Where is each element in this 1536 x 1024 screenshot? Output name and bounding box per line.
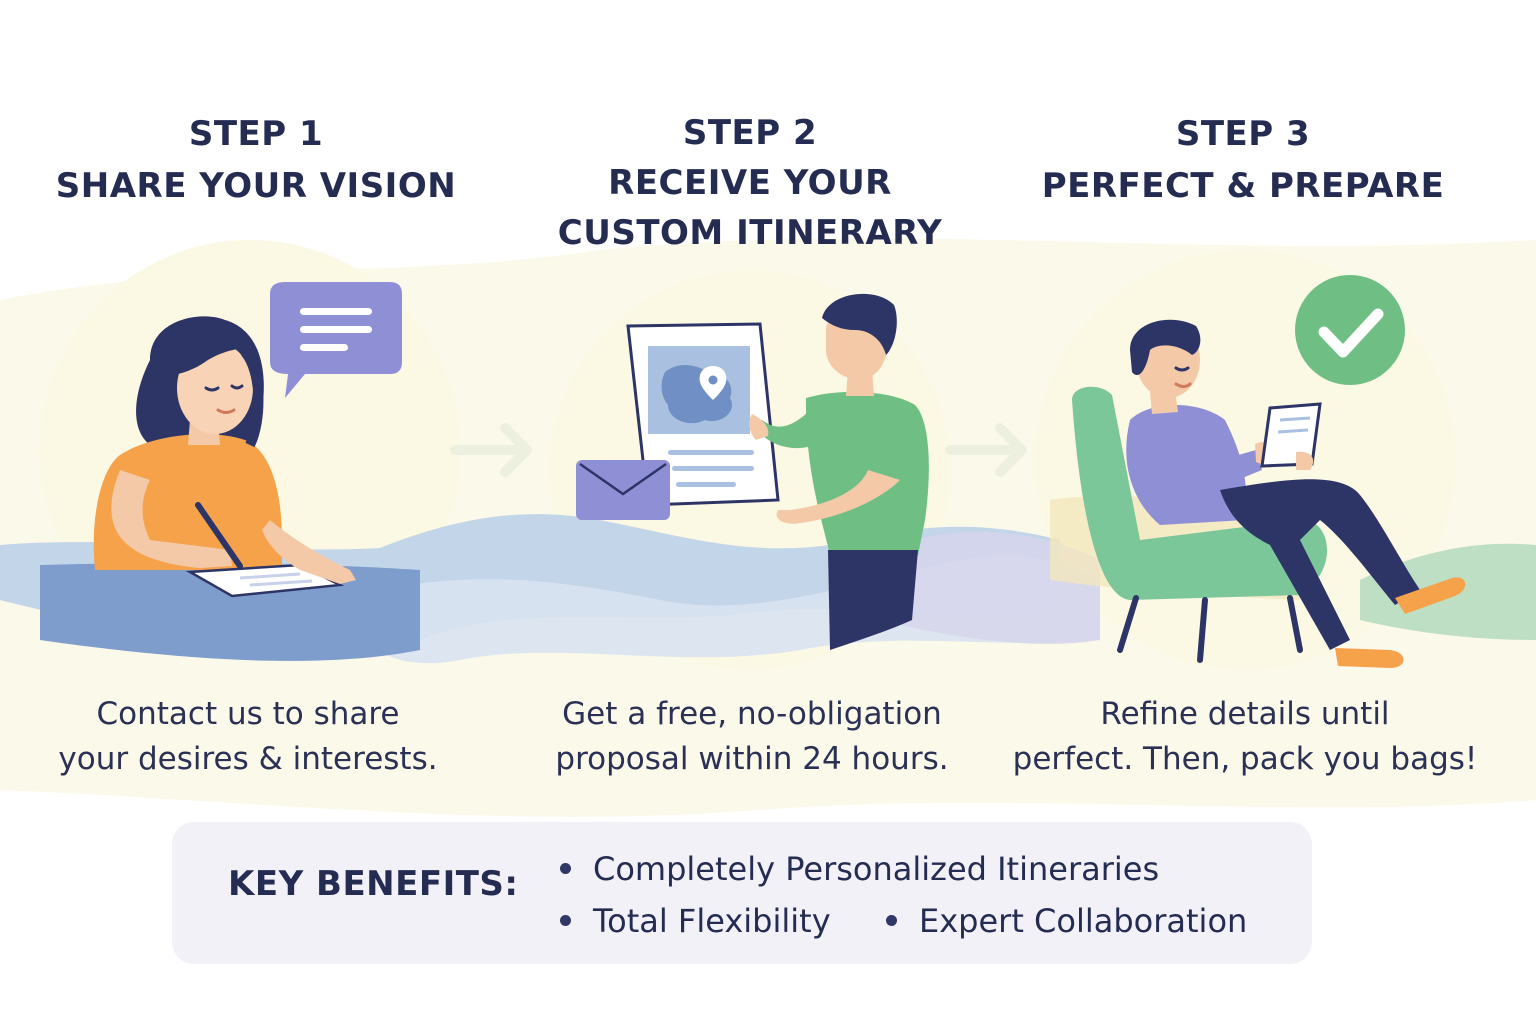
step3-number: STEP 3 xyxy=(1175,114,1311,154)
arrow-right-icon xyxy=(450,423,532,477)
checkmark-icon xyxy=(1295,275,1405,385)
step1-desc-line2: your desires & interests. xyxy=(58,741,438,777)
step3-desc-line2: perfect. Then, pack you bags! xyxy=(1012,741,1478,777)
step3-illustration xyxy=(1072,275,1466,668)
step2-heading: STEP 2 RECEIVE YOUR CUSTOM ITINERARY xyxy=(520,108,980,258)
step1-heading: STEP 1 SHARE YOUR VISION xyxy=(26,108,486,212)
itinerary-document xyxy=(626,322,780,507)
step2-desc-line2: proposal within 24 hours. xyxy=(555,741,949,777)
step1-description: Contact us to share your desires & inter… xyxy=(8,692,488,782)
key-benefits-title: KEY BENEFITS: xyxy=(228,864,519,904)
benefit-label: Expert Collaboration xyxy=(919,902,1248,940)
map-pin-icon xyxy=(699,366,727,400)
benefit-label: Completely Personalized Itineraries xyxy=(593,850,1160,888)
purple-wave xyxy=(880,531,1100,644)
bullet-icon xyxy=(560,914,571,926)
benefit-label: Total Flexibility xyxy=(593,902,831,940)
step3-description: Refine details until perfect. Then, pack… xyxy=(1005,692,1485,782)
step1-desc-line1: Contact us to share xyxy=(96,696,400,732)
arrow-right-icon xyxy=(945,423,1027,477)
step3-desc-line1: Refine details until xyxy=(1100,696,1390,732)
step2-description: Get a free, no-obligation proposal withi… xyxy=(512,692,992,782)
benefit-item: Completely Personalized Itineraries xyxy=(560,850,1159,888)
envelope-icon xyxy=(576,460,670,520)
benefit-item: Expert Collaboration xyxy=(886,902,1247,940)
bullet-icon xyxy=(886,914,897,926)
step2-title-line2: CUSTOM ITINERARY xyxy=(557,213,943,253)
bullet-icon xyxy=(560,862,571,874)
step2-illustration xyxy=(576,293,929,650)
benefit-item: Total Flexibility xyxy=(560,902,831,940)
step2-title-line1: RECEIVE YOUR xyxy=(608,163,892,203)
step3-title: PERFECT & PREPARE xyxy=(1041,166,1445,206)
step3-heading: STEP 3 PERFECT & PREPARE xyxy=(1013,108,1473,212)
step1-title: SHARE YOUR VISION xyxy=(55,166,457,206)
step2-number: STEP 2 xyxy=(682,113,818,153)
key-benefits-panel: KEY BENEFITS: Completely Personalized It… xyxy=(172,822,1312,964)
chat-bubble-icon xyxy=(270,282,402,398)
step1-illustration xyxy=(40,282,420,661)
step2-desc-line1: Get a free, no-obligation xyxy=(562,696,942,732)
step1-number: STEP 1 xyxy=(188,114,324,154)
